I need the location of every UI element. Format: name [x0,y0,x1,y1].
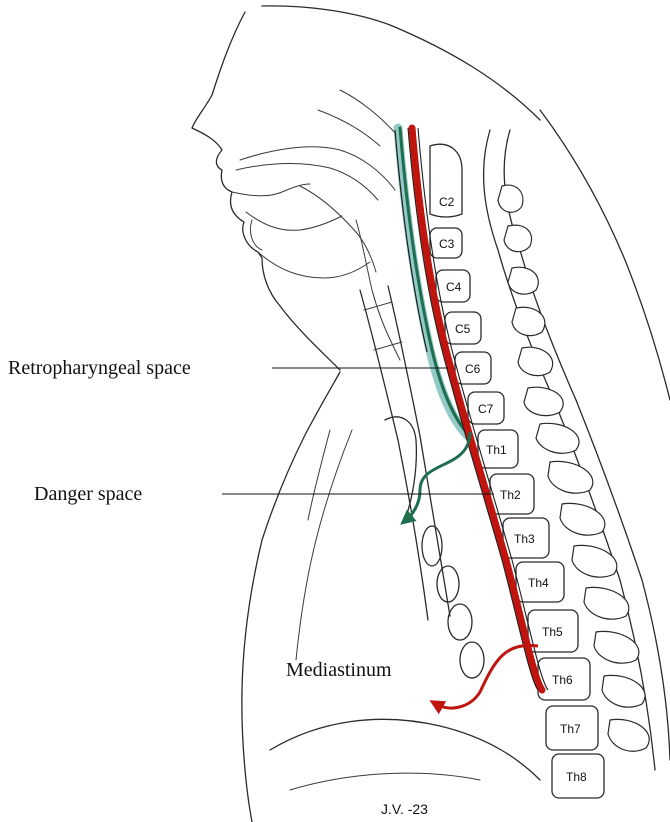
vertebra-label: C3 [439,237,455,251]
vertebra-label: Th3 [514,532,535,546]
retropharyngeal-spread-arrow [406,432,470,520]
anterior-chest [242,372,417,822]
vertebra-label: C7 [478,402,494,416]
diaphragm [270,719,540,790]
vertebra-label: C4 [446,280,462,294]
sternum [422,526,484,678]
vertebra-label: Th6 [552,673,573,687]
retropharyngeal-space-label: Retropharyngeal space [8,357,191,379]
vertebra-label: Th2 [500,488,521,502]
vertebra-label: Th8 [566,770,587,784]
signature-label: J.V. -23 [381,801,428,817]
danger-spread-arrow [436,645,538,708]
danger-space-label: Danger space [34,483,142,505]
vertebra-label: Th4 [528,576,549,590]
vertebra-label: Th5 [542,625,563,639]
vertebra-label: Th1 [486,443,507,457]
trachea [360,286,450,620]
mediastinum-label: Mediastinum [286,659,392,681]
vertebra-label: C6 [465,362,481,376]
head-outline [192,6,540,370]
vertebra-label: C2 [439,195,455,209]
vertebra-label: Th7 [560,722,581,736]
vertebra-label: C5 [455,322,471,336]
